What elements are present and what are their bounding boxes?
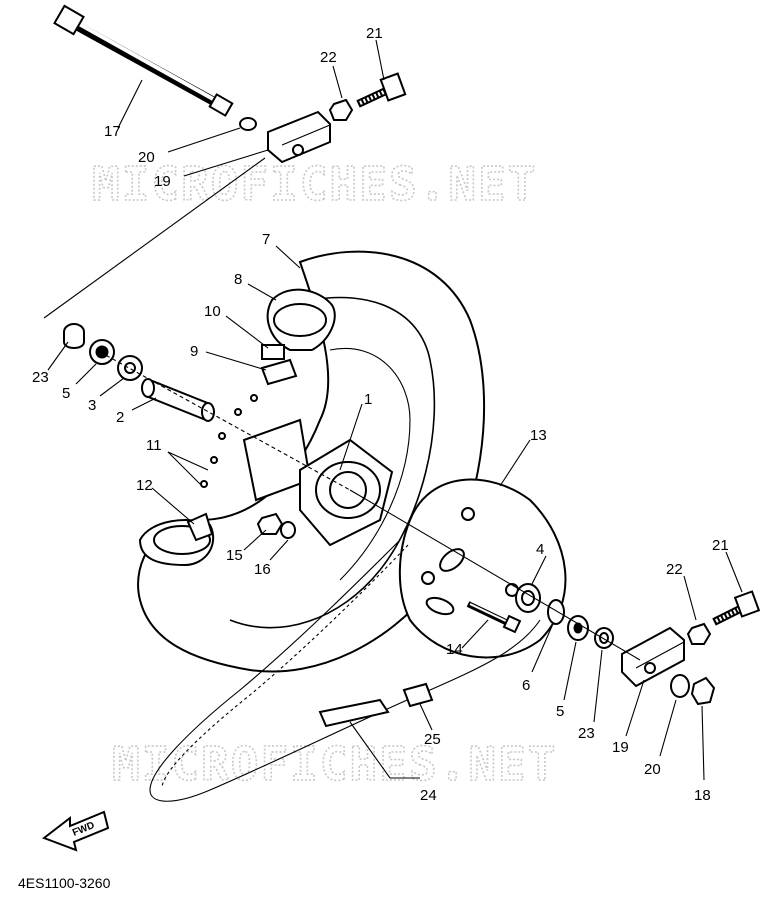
valve-part-12 [186, 512, 214, 542]
chain-part-24 [149, 539, 541, 802]
nut-part-22-right [686, 622, 712, 645]
callout-10: 10 [204, 303, 221, 320]
callout-12: 12 [136, 477, 153, 494]
alignment-line-left [43, 157, 266, 319]
collar-part-23-right [594, 627, 614, 649]
axle-part-17 [53, 4, 234, 117]
brake-shoe-part-8 [266, 288, 336, 351]
chain-joint-part-25 [402, 682, 434, 708]
collar-part-4 [515, 583, 541, 613]
callout-2: 2 [116, 409, 124, 426]
bolt-part-21-top [356, 72, 407, 108]
callout-13: 13 [530, 427, 547, 444]
circlip-part-6 [547, 599, 565, 625]
callout-11: 11 [146, 437, 162, 454]
callout-17: 17 [104, 123, 121, 140]
bearing-part-5-left [89, 339, 115, 365]
bearing-part-5-right [567, 615, 589, 641]
callout-6: 6 [522, 677, 530, 694]
chain-adjuster-part-19-right [621, 626, 685, 688]
bolt-part-14 [466, 601, 522, 634]
washer-part-16 [280, 521, 296, 539]
callout-24: 24 [420, 787, 437, 804]
callout-7: 7 [262, 231, 270, 248]
watermark-top: MICROFICHES.NET [92, 157, 537, 211]
washer-part-20-right [670, 674, 690, 698]
rear-wheel [137, 250, 486, 673]
callout-16: 16 [254, 561, 271, 578]
callout-25: 25 [424, 731, 441, 748]
spacer-part-2 [141, 378, 215, 422]
callout-labels: 17 20 19 22 21 7 8 10 9 23 5 3 2 1 11 12… [32, 25, 729, 804]
callout-21-top: 21 [366, 25, 383, 42]
chain-adjuster-part-19-top [267, 110, 331, 164]
nut-part-15 [256, 512, 284, 535]
nut-part-18 [690, 676, 716, 706]
alignment-line-center [99, 351, 351, 491]
bolts-part-11 [200, 394, 258, 488]
bolt-part-21-right [712, 590, 761, 626]
washer-part-20-top [239, 117, 257, 131]
collar-part-23-left [63, 323, 85, 349]
callout-19-right: 19 [612, 739, 629, 756]
forward-arrow-icon: FWD [41, 810, 110, 852]
alignment-line-right [349, 489, 641, 661]
nut-part-22-top [328, 98, 354, 121]
callout-8: 8 [234, 271, 242, 288]
callout-14: 14 [446, 641, 463, 658]
callout-5-left: 5 [62, 385, 70, 402]
sprocket-part-13 [398, 478, 567, 659]
callout-23-left: 23 [32, 369, 49, 386]
leader-lines [47, 39, 743, 781]
callout-15: 15 [226, 547, 243, 564]
callout-22-right: 22 [666, 561, 683, 578]
callout-1: 1 [364, 391, 372, 408]
callout-5-right: 5 [556, 703, 564, 720]
watermark-bottom: MICROFICHES.NET [112, 737, 557, 791]
callout-20-top: 20 [138, 149, 155, 166]
callout-21-right: 21 [712, 537, 729, 554]
diagram-code: 4ES1100-3260 [18, 875, 111, 891]
callout-4: 4 [536, 541, 544, 558]
bearing-part-3 [117, 355, 143, 381]
callout-3: 3 [88, 397, 96, 414]
hub-part-1 [242, 418, 394, 547]
callout-9: 9 [190, 343, 198, 360]
callout-18: 18 [694, 787, 711, 804]
callout-22-top: 22 [320, 49, 337, 66]
cam-part-10 [261, 344, 285, 360]
callout-23-right: 23 [578, 725, 595, 742]
seal-part-9 [260, 358, 298, 386]
callout-20-right: 20 [644, 761, 661, 778]
callout-19-top: 19 [154, 173, 171, 190]
